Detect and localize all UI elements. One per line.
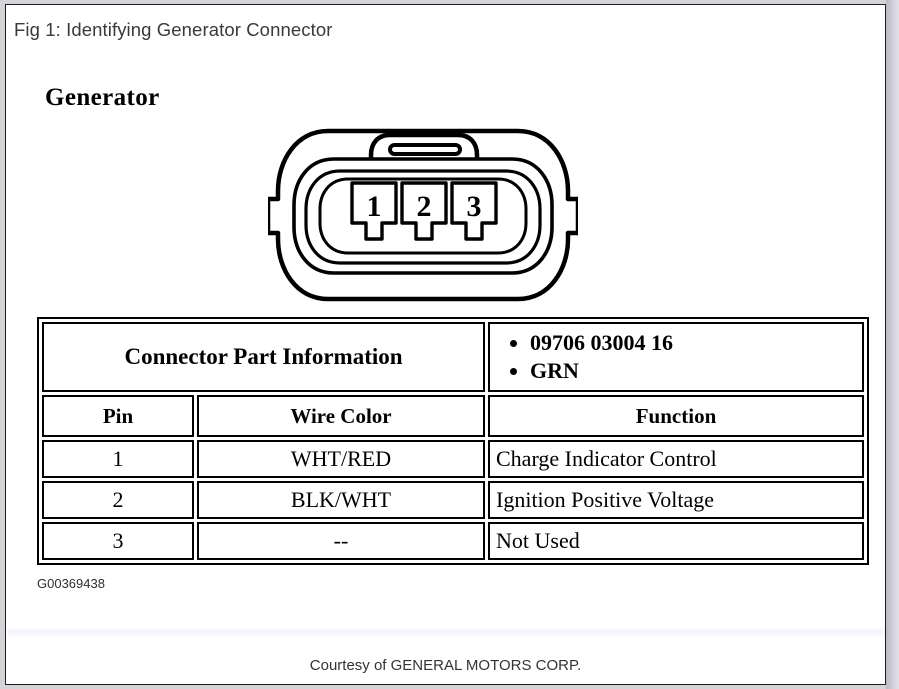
connector-diagram: 1 2 3 [268, 117, 578, 312]
figure-title: Fig 1: Identifying Generator Connector [14, 19, 333, 40]
cell-function: Charge Indicator Control [488, 440, 864, 478]
cell-function: Not Used [488, 522, 864, 560]
component-heading: Generator [45, 84, 160, 111]
cell-pin: 3 [42, 522, 194, 560]
part-info-value-color: GRN [530, 357, 856, 385]
column-header-wire-color: Wire Color [197, 395, 485, 437]
pin-cavity-1 [350, 181, 398, 241]
cell-pin: 2 [42, 481, 194, 519]
connector-info-table: Connector Part Information 09706 03004 1… [37, 317, 869, 565]
pin-label-2: 2 [417, 190, 432, 223]
footer-divider [7, 627, 885, 636]
pin-label-3: 3 [467, 190, 482, 223]
part-info-value-number: 09706 03004 16 [530, 329, 856, 357]
cell-function: Ignition Positive Voltage [488, 481, 864, 519]
document-page: Fig 1: Identifying Generator Connector G… [5, 4, 886, 685]
part-info-values: 09706 03004 16 GRN [488, 322, 864, 392]
connector-latch-slot [388, 143, 462, 156]
pin-cavity-3 [450, 181, 498, 241]
table-row: 3 -- Not Used [42, 522, 864, 560]
figure-id-code: G00369438 [37, 576, 105, 591]
pin-label-1: 1 [367, 190, 382, 223]
cell-wire-color: WHT/RED [197, 440, 485, 478]
column-header-pin: Pin [42, 395, 194, 437]
cell-pin: 1 [42, 440, 194, 478]
column-header-function: Function [488, 395, 864, 437]
table-header-row: Pin Wire Color Function [42, 395, 864, 437]
table-row-part-info: Connector Part Information 09706 03004 1… [42, 322, 864, 392]
table-row: 1 WHT/RED Charge Indicator Control [42, 440, 864, 478]
pin-cavity-2 [400, 181, 448, 241]
table-row: 2 BLK/WHT Ignition Positive Voltage [42, 481, 864, 519]
cell-wire-color: -- [197, 522, 485, 560]
part-info-label: Connector Part Information [42, 322, 485, 392]
courtesy-footer: Courtesy of GENERAL MOTORS CORP. [309, 657, 582, 674]
cell-wire-color: BLK/WHT [197, 481, 485, 519]
right-scroll-gutter[interactable] [886, 0, 899, 689]
